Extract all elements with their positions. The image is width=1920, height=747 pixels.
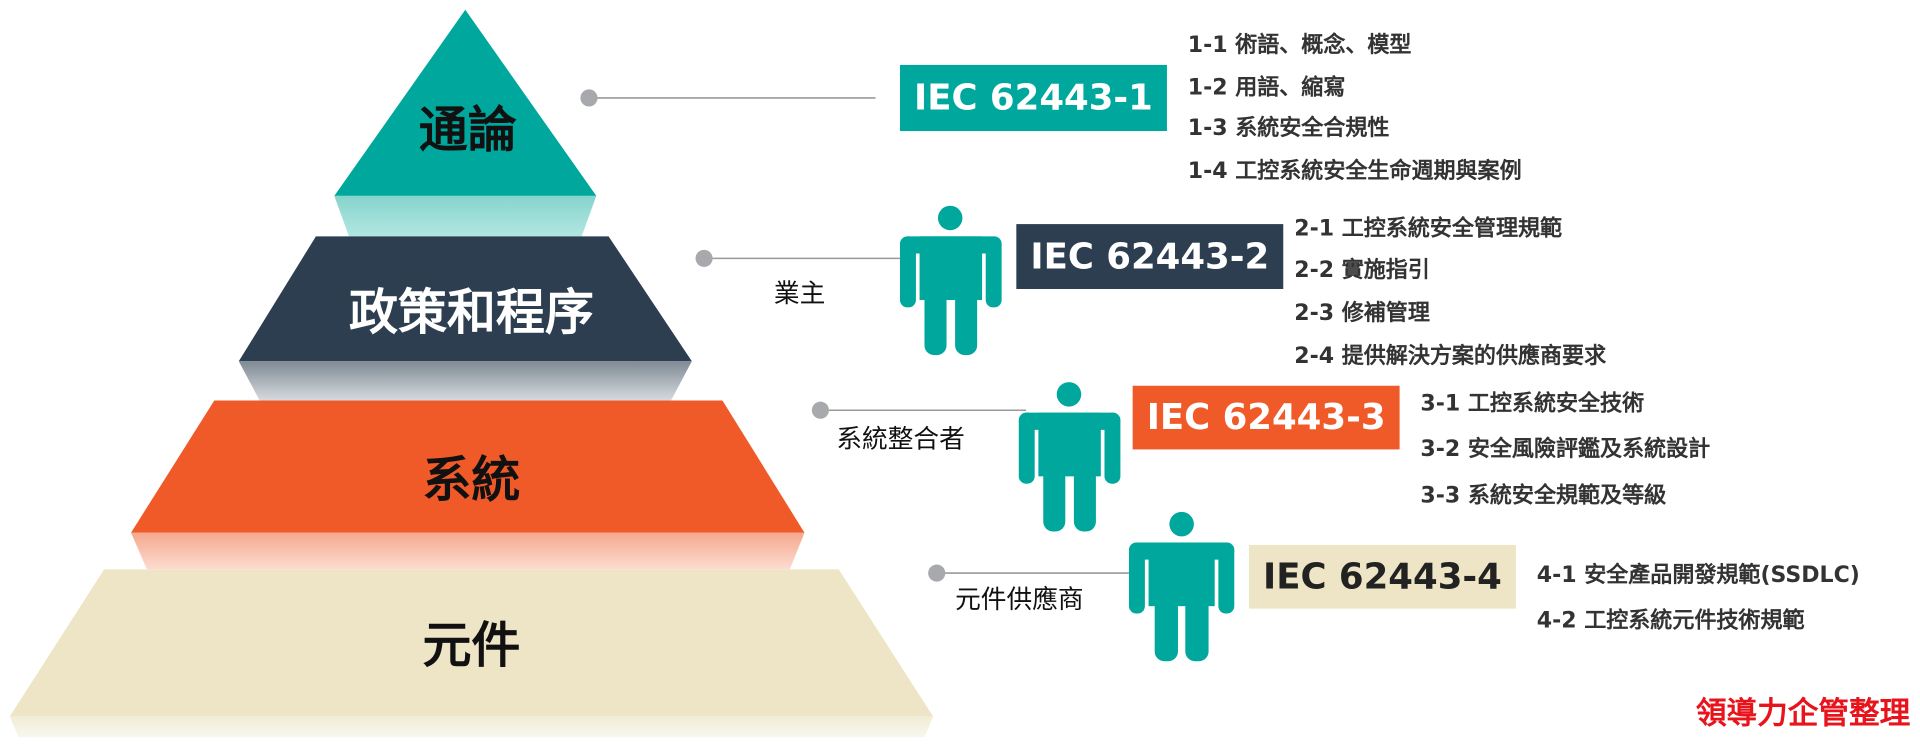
item-list-4: 4-1 安全產品開發規範(SSDLC) 4-2 工控系統元件技術規範: [1537, 562, 1860, 633]
standard-box-4: IEC 62443-4: [1248, 544, 1516, 609]
connector-dot-4: [928, 564, 946, 582]
role-owner: 業主: [774, 279, 825, 309]
person-icon-supplier: [1128, 511, 1235, 662]
role-supplier: 元件供應商: [955, 585, 1084, 615]
pyramid-level-4: [9, 569, 934, 717]
level-label-component: 元件: [422, 617, 520, 674]
list-item: 4-1 安全產品開發規範(SSDLC): [1537, 562, 1860, 588]
level-label-general: 通論: [419, 101, 517, 158]
pyramid-band-3: [131, 532, 805, 570]
pyramid-band-4: [9, 716, 934, 738]
standard-code: IEC 62443-2: [1030, 237, 1269, 278]
standard-code: IEC 62443-3: [1147, 397, 1386, 438]
list-item: 1-4 工控系統安全生命週期與案例: [1188, 158, 1522, 184]
person-icon-owner: [900, 205, 1002, 356]
person-icon-integrator: [1018, 382, 1121, 532]
list-item: 4-2 工控系統元件技術規範: [1537, 607, 1805, 633]
item-list-3: 3-1 工控系統安全技術 3-2 安全風險評鑑及系統設計 3-3 系統安全規範及…: [1420, 391, 1710, 509]
pyramid-level-1: [334, 9, 597, 196]
list-item: 2-1 工控系統安全管理規範: [1294, 215, 1562, 241]
list-item: 3-3 系統安全規範及等級: [1420, 482, 1666, 508]
connector-dot-2: [695, 249, 713, 267]
list-item: 2-3 修補管理: [1294, 300, 1430, 326]
standard-code: IEC 62443-4: [1263, 556, 1502, 597]
pyramid-band-2: [238, 361, 692, 401]
list-item: 2-4 提供解決方案的供應商要求: [1294, 343, 1607, 369]
list-item: 1-2 用語、縮寫: [1188, 75, 1346, 101]
role-integrator: 系統整合者: [836, 425, 965, 455]
pyramid: 通論 政策和程序 系統 元件: [9, 9, 934, 738]
pyramid-level-2: [238, 236, 692, 362]
list-item: 1-1 術語、概念、模型: [1188, 32, 1412, 58]
connectors: [580, 89, 1137, 582]
list-item: 2-2 實施指引: [1294, 257, 1430, 283]
watermark: 領導力企管整理: [1696, 695, 1911, 731]
pyramid-level-3: [131, 400, 805, 533]
item-list-2: 2-1 工控系統安全管理規範 2-2 實施指引 2-3 修補管理 2-4 提供解…: [1294, 215, 1607, 368]
connector-dot-1: [580, 89, 598, 107]
connector-dot-3: [811, 401, 829, 419]
list-item: 3-2 安全風險評鑑及系統設計: [1420, 436, 1710, 462]
list-item: 1-3 系統安全合規性: [1188, 115, 1390, 141]
standard-box-3: IEC 62443-3: [1132, 385, 1400, 450]
level-label-system: 系統: [422, 452, 520, 509]
item-list-1: 1-1 術語、概念、模型 1-2 用語、縮寫 1-3 系統安全合規性 1-4 工…: [1188, 32, 1522, 184]
standard-code: IEC 62443-1: [914, 77, 1153, 118]
pyramid-band-1: [334, 195, 597, 237]
level-label-policy: 政策和程序: [349, 284, 594, 341]
standard-box-1: IEC 62443-1: [900, 64, 1167, 132]
standard-box-2: IEC 62443-2: [1016, 224, 1284, 290]
list-item: 3-1 工控系統安全技術: [1420, 391, 1644, 417]
